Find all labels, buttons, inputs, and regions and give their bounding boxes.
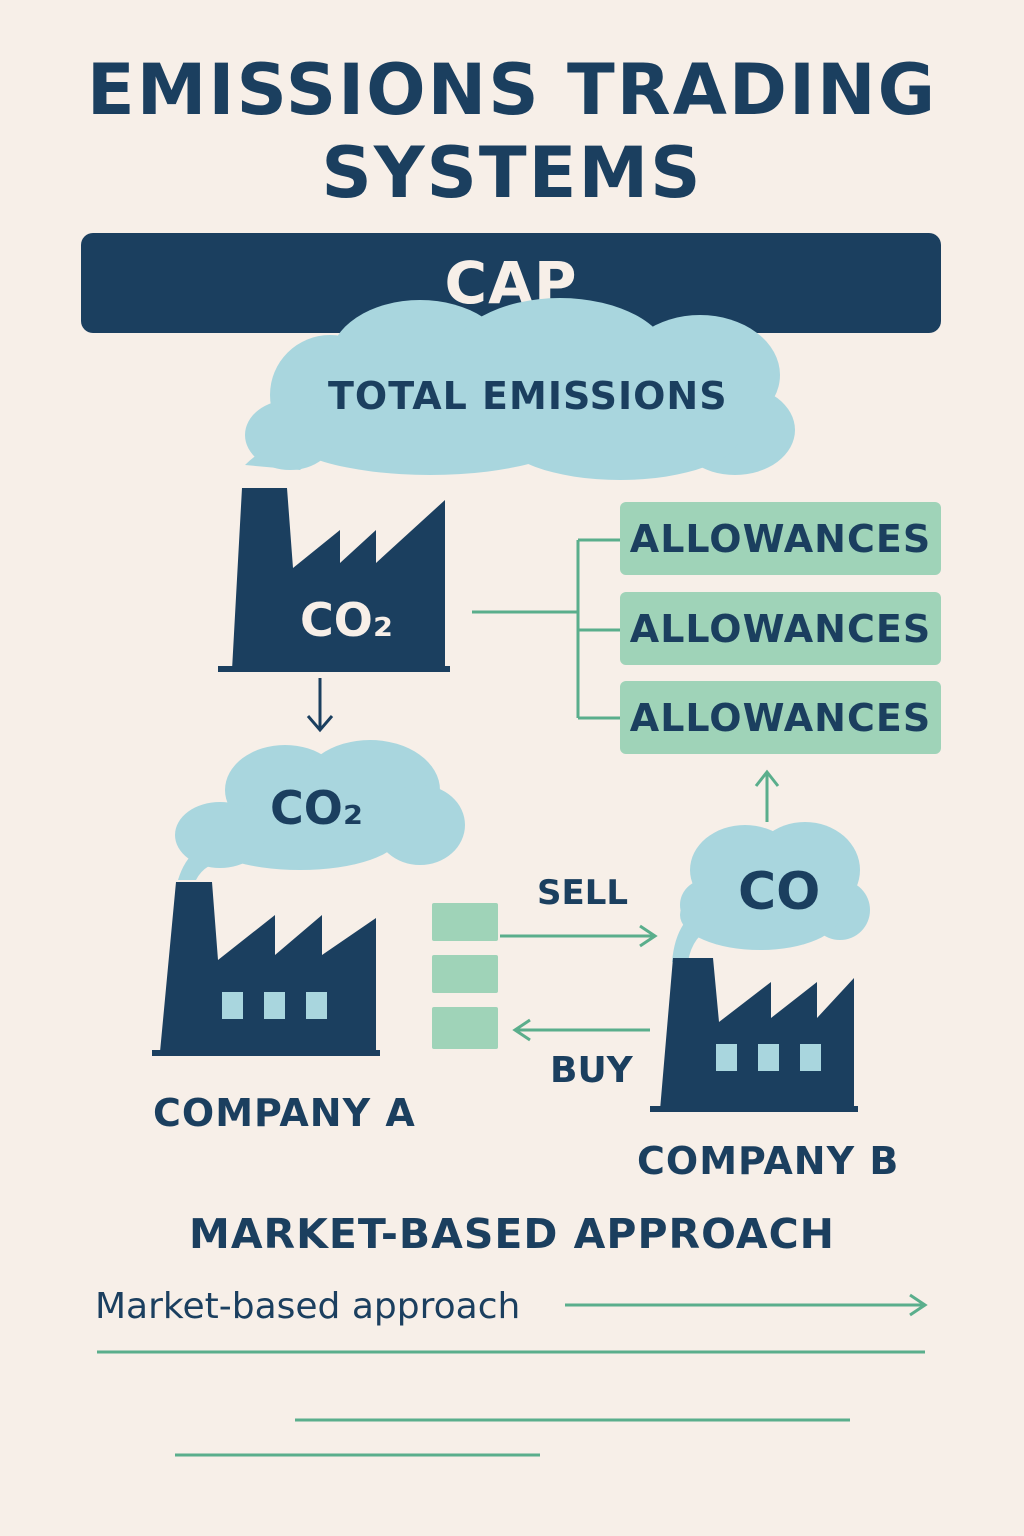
buy-label: BUY — [550, 1050, 633, 1091]
approach-arrow-icon — [565, 1293, 928, 1317]
arrow-down-icon — [306, 678, 334, 733]
buy-arrow-icon — [512, 1018, 650, 1042]
sell-label: SELL — [537, 873, 629, 913]
total-emissions-label: TOTAL EMISSIONS — [328, 374, 728, 418]
allowance-connector — [472, 538, 620, 720]
factory-top-icon — [218, 488, 450, 672]
allowance-box: ALLOWANCES — [620, 592, 941, 665]
total-emissions-cloud — [245, 298, 795, 480]
factory-top-co2-label: CO₂ — [300, 593, 394, 647]
allowance-token-stack — [432, 903, 498, 1049]
sell-arrow-icon — [500, 924, 658, 948]
arrow-up-icon — [754, 769, 780, 822]
decorative-lines — [97, 1350, 925, 1457]
company-a-cloud — [175, 740, 465, 880]
company-b-factory-icon — [650, 958, 858, 1112]
allowance-box: ALLOWANCES — [620, 681, 941, 754]
company-a-cloud-label: CO₂ — [270, 781, 364, 835]
approach-heading: MARKET-BASED APPROACH — [189, 1210, 835, 1258]
page-title-line-2: SYSTEMS — [321, 132, 703, 214]
approach-legend-text: Market-based approach — [95, 1286, 521, 1327]
page-title-line-1: EMISSIONS TRADING — [86, 49, 938, 131]
allowance-box: ALLOWANCES — [620, 502, 941, 575]
company-b-label: COMPANY B — [637, 1139, 900, 1183]
company-a-factory-icon — [152, 882, 380, 1056]
company-b-cloud-label: CO — [738, 862, 821, 922]
company-a-label: COMPANY A — [153, 1091, 416, 1135]
company-b-cloud — [672, 822, 870, 962]
